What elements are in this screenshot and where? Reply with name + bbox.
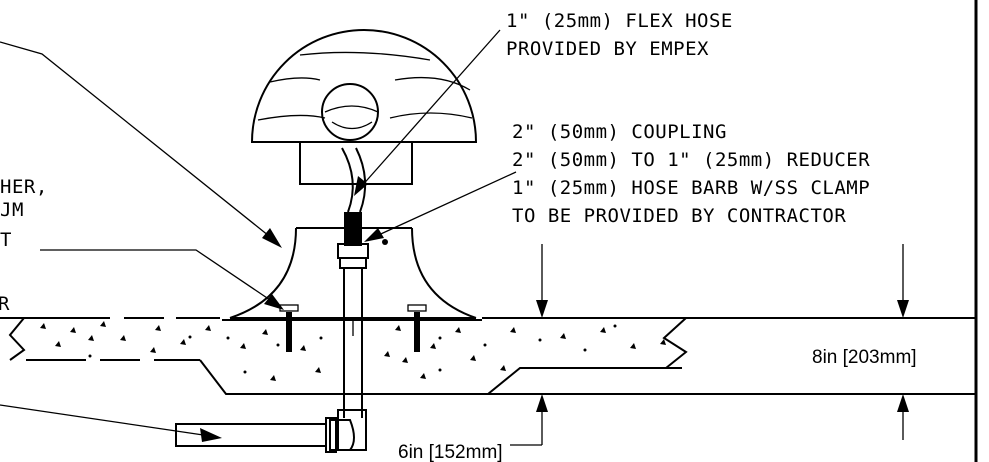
leader-lines <box>0 29 517 442</box>
pipe-fittings <box>337 212 369 269</box>
coupling-label-line3: 1" (25mm) HOSE BARB W/SS CLAMP <box>512 177 870 199</box>
concrete-slab <box>0 317 976 395</box>
coupling-label-line2: 2" (50mm) TO 1" (25mm) REDUCER <box>512 149 870 171</box>
left-label-line1: HER, <box>0 176 48 198</box>
flex-hose-label-line2: PROVIDED BY EMPEX <box>506 38 709 60</box>
coupling-label-line4: TO BE PROVIDED BY CONTRACTOR <box>512 205 846 227</box>
flex-hose <box>341 147 367 213</box>
slab-thickness-label: 8in [203mm] <box>812 347 917 368</box>
dimension-slab-thickness <box>897 244 909 440</box>
pipe-depth-label: 6in [152mm] <box>398 442 503 462</box>
dome-sensor <box>250 29 478 185</box>
left-label-line4: R <box>0 293 10 315</box>
left-label-line3: T <box>0 229 12 251</box>
left-label-line2: JM <box>0 199 24 221</box>
flex-hose-label-line1: 1" (25mm) FLEX HOSE <box>506 10 733 32</box>
vertical-pipe <box>343 268 363 418</box>
pipe-elbow <box>175 409 367 453</box>
coupling-label-line1: 2" (50mm) COUPLING <box>512 121 727 143</box>
dimension-pipe-depth <box>510 244 548 446</box>
